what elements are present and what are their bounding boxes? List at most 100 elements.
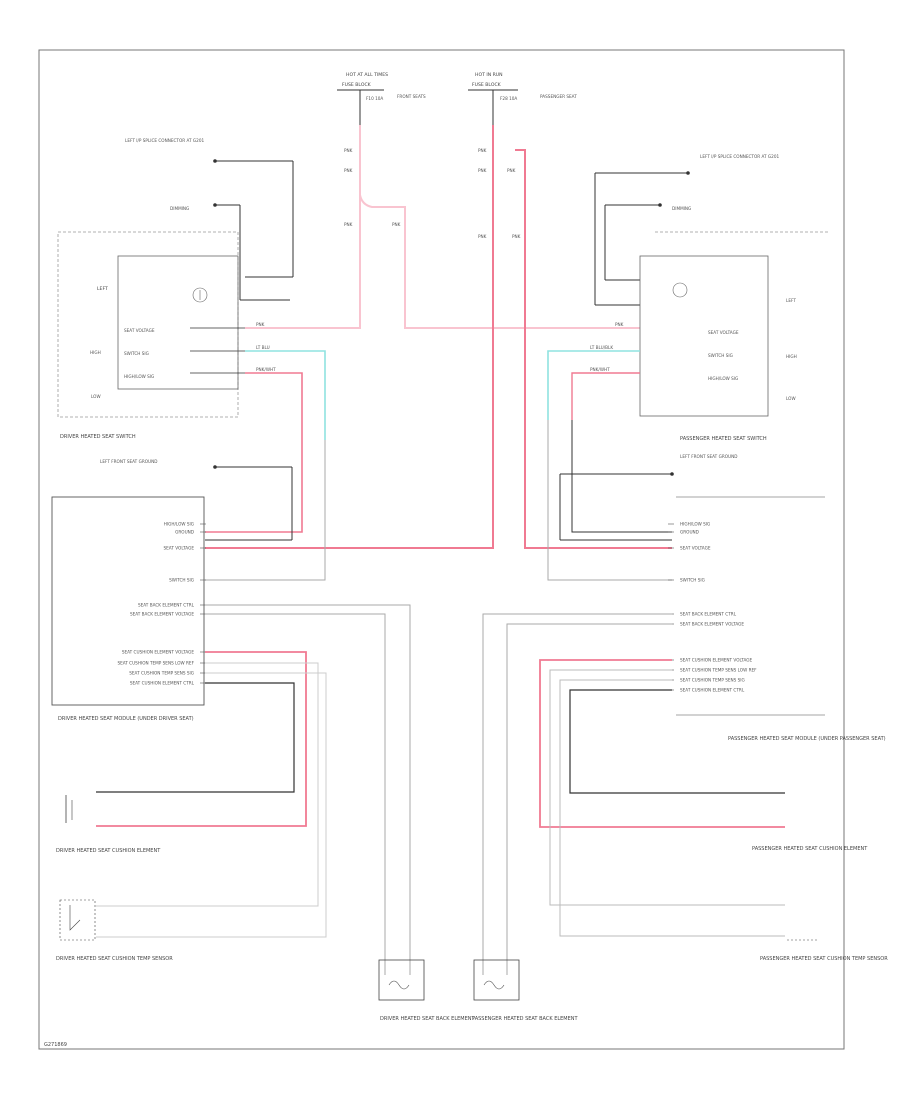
driver-switch: LEFT I/P SPLICE CONNECTOR AT G201 DIMMIN… <box>57 138 294 440</box>
driver-sensor-caption: DRIVER HEATED SEAT CUSHION TEMP SENSOR <box>56 956 173 962</box>
driver-module-pin: SEAT BACK ELEMENT CTRL <box>138 603 195 608</box>
passenger-switch-pin: SEAT VOLTAGE <box>708 330 739 335</box>
driver-switch-wire: PNK/WHT <box>256 367 276 372</box>
passenger-cushion-element: PASSENGER HEATED SEAT CUSHION ELEMENT <box>752 846 868 852</box>
passenger-module-pin: GROUND <box>680 530 699 535</box>
driver-switch-dimming: DIMMING <box>170 206 189 211</box>
fuse-right-block: FUSE BLOCK <box>472 82 502 88</box>
footer-code: G271869 <box>44 1042 67 1048</box>
fuse-right-note: PASSENGER SEAT <box>540 94 577 99</box>
passenger-highlow-wire-lower <box>571 420 672 533</box>
driver-switch-wire: LT BLU <box>256 345 270 350</box>
driver-module-caption: DRIVER HEATED SEAT MODULE (UNDER DRIVER … <box>58 716 194 722</box>
fuse-left: HOT AT ALL TIMES FUSE BLOCK F10 10A FRON… <box>337 72 426 125</box>
driver-switch-caption: DRIVER HEATED SEAT SWITCH <box>60 434 136 440</box>
driver-module-pin: SEAT CUSHION TEMP SENS SIG <box>129 671 194 676</box>
passenger-module: LEFT FRONT SEAT GROUND HIGH/LOW SIG GROUN… <box>559 454 886 742</box>
driver-temp-sensor: DRIVER HEATED SEAT CUSHION TEMP SENSOR <box>56 899 173 962</box>
svg-text:LOW: LOW <box>91 394 101 399</box>
passenger-sensor-caption: PASSENGER HEATED SEAT CUSHION TEMP SENSO… <box>760 956 888 962</box>
driver-module: LEFT FRONT SEAT GROUND HIGH/LOW SIG GROUN… <box>51 459 293 722</box>
fuse-left-note: FRONT SEATS <box>397 94 426 99</box>
driver-switch-sig-wire-lower <box>205 440 326 581</box>
passenger-back-element: PASSENGER HEATED SEAT BACK ELEMENT <box>472 959 579 1022</box>
passenger-cushion-ctrl-wire <box>569 689 785 794</box>
driver-switch-pin: SEAT VOLTAGE <box>124 328 155 333</box>
passenger-module-pin: SEAT CUSHION ELEMENT CTRL <box>680 688 745 693</box>
driver-module-pin: SEAT BACK ELEMENT VOLTAGE <box>130 612 194 617</box>
driver-module-pin: SEAT CUSHION ELEMENT VOLTAGE <box>122 650 195 655</box>
passenger-switch-caption: PASSENGER HEATED SEAT SWITCH <box>680 436 767 442</box>
driver-back-volt-wire <box>205 613 386 975</box>
fuse-left-block: FUSE BLOCK <box>342 82 372 88</box>
driver-module-pin: SEAT CUSHION TEMP SENS LOW REF <box>117 661 194 666</box>
passenger-switch-dimming: DIMMING <box>672 206 691 211</box>
driver-switch-ground-ref: LEFT I/P SPLICE CONNECTOR AT G201 <box>125 138 205 143</box>
passenger-switch-sig-wire <box>547 350 640 420</box>
driver-switch-pin: HIGH/LOW SIG <box>124 374 154 379</box>
passenger-switch-wire: LT BLU/BLK <box>590 345 613 350</box>
driver-switch-wire: PNK <box>256 322 265 327</box>
svg-text:HIGH: HIGH <box>90 350 101 355</box>
passenger-back-ctrl-wire <box>482 613 672 975</box>
svg-text:LEFT: LEFT <box>786 298 796 303</box>
passenger-switch-sig-wire-lower <box>547 420 672 581</box>
passenger-highlow-wire <box>571 372 640 420</box>
fuse-right: HOT IN RUN FUSE BLOCK F28 10A PASSENGER … <box>468 72 577 125</box>
driver-switch-sig-wire <box>245 350 326 440</box>
driver-module-ground-ref: LEFT FRONT SEAT GROUND <box>100 459 157 464</box>
passenger-module-caption: PASSENGER HEATED SEAT MODULE (UNDER PASS… <box>728 736 886 742</box>
svg-text:LOW: LOW <box>786 396 796 401</box>
driver-back-ctrl-wire <box>205 604 411 975</box>
driver-module-pin: GROUND <box>175 530 194 535</box>
wire-label: PNK <box>478 148 487 153</box>
driver-highlow-wire <box>205 372 303 533</box>
wire-label: PNK <box>344 168 353 173</box>
passenger-module-pin: HIGH/LOW SIG <box>680 522 710 527</box>
driver-cushion-sig-wire <box>96 672 327 938</box>
wire-label: PNK <box>478 234 487 239</box>
driver-cushion-ctrl-wire <box>96 682 295 793</box>
passenger-module-pin: SEAT BACK ELEMENT VOLTAGE <box>680 622 744 627</box>
svg-text:LEFT: LEFT <box>97 286 108 292</box>
passenger-cushion-volt-wire <box>539 659 785 828</box>
diagram-frame <box>38 49 845 1050</box>
feed-wire-left-switch <box>245 160 361 329</box>
passenger-cushion-sig-wire <box>559 679 785 937</box>
fuse-right-title: HOT IN RUN <box>475 72 503 78</box>
driver-cushion-caption: DRIVER HEATED SEAT CUSHION ELEMENT <box>56 848 161 854</box>
feed-wire-driver-module <box>205 125 494 549</box>
passenger-switch-pin: HIGH/LOW SIG <box>708 376 738 381</box>
passenger-switch-pin: SWITCH SIG <box>708 353 733 358</box>
wire-label: PNK <box>478 168 487 173</box>
wire-label: PNK <box>507 168 516 173</box>
passenger-back-volt-wire <box>506 623 672 975</box>
driver-cushion-element: DRIVER HEATED SEAT CUSHION ELEMENT <box>56 795 161 854</box>
passenger-module-ground-ref: LEFT FRONT SEAT GROUND <box>680 454 737 459</box>
driver-module-pin: HIGH/LOW SIG <box>164 522 194 527</box>
wire-label: PNK <box>512 234 521 239</box>
wire-label: PNK <box>392 222 401 227</box>
driver-module-pin: SWITCH SIG <box>169 578 194 583</box>
driver-back-element: DRIVER HEATED SEAT BACK ELEMENT <box>378 959 475 1022</box>
fuse-right-fuse: F28 10A <box>500 96 517 101</box>
driver-module-pin: SEAT CUSHION ELEMENT CTRL <box>130 681 195 686</box>
driver-cushion-volt-wire <box>96 651 307 827</box>
feed-wire-right-switch <box>359 125 640 329</box>
passenger-switch-wire: PNK <box>615 322 624 327</box>
driver-back-caption: DRIVER HEATED SEAT BACK ELEMENT <box>380 1016 475 1022</box>
passenger-switch-wire: PNK/WHT <box>590 367 610 372</box>
fuse-left-fuse: F10 10A <box>366 96 383 101</box>
svg-text:HIGH: HIGH <box>786 354 797 359</box>
wire-label: PNK <box>344 148 353 153</box>
feed-wire-passenger-module <box>515 149 672 549</box>
fuse-left-title: HOT AT ALL TIMES <box>346 72 388 78</box>
passenger-module-pin: SEAT CUSHION TEMP SENS LOW REF <box>680 668 757 673</box>
passenger-module-pin: SEAT VOLTAGE <box>680 546 711 551</box>
passenger-cushion-lowref-wire <box>549 669 785 906</box>
passenger-switch-ground-ref: LEFT I/P SPLICE CONNECTOR AT G201 <box>700 154 780 159</box>
driver-switch-pin: SWITCH SIG <box>124 351 149 356</box>
passenger-switch: LEFT I/P SPLICE CONNECTOR AT G201 DIMMIN… <box>590 154 830 442</box>
